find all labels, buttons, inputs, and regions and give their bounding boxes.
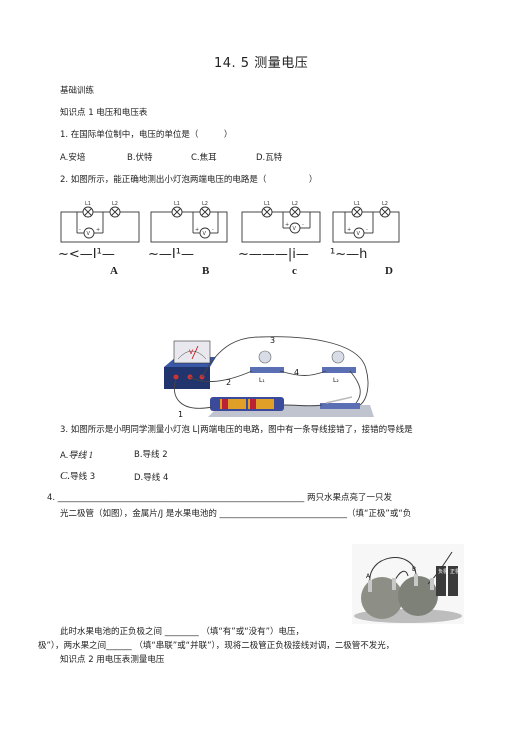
b-plus: + xyxy=(195,227,199,233)
d-meter-label: V xyxy=(357,231,361,237)
q2-wire-text-a: ~<—I¹— xyxy=(58,247,115,262)
q2-choice-b: B xyxy=(202,265,210,277)
q3-option-d: D.导线 4 xyxy=(134,471,168,483)
q3-option-c-text: 导线 3 xyxy=(70,472,96,482)
section-heading: 基础训练 xyxy=(60,86,95,96)
q2-wire-text-d: ¹~—h xyxy=(330,247,368,262)
q2-circuit-diagrams: L1 L2 V - + L1 L2 V + - L1 L2 V + - L1 L… xyxy=(60,201,400,243)
page-title: 14. 5 测量电压 xyxy=(214,56,309,71)
c-l1-label: L1 xyxy=(264,201,270,207)
b-l2-label: L2 xyxy=(202,201,208,207)
q3-stem: 3. 如图所示是小明同学测量小灯泡 L|两端电压的电路，图中有一条导线接错了，接… xyxy=(60,425,413,435)
q3-option-c: C.导线 3 xyxy=(60,470,95,482)
circuit-b xyxy=(150,206,228,243)
c-l2-label: L2 xyxy=(292,201,298,207)
q1-option-d: D.瓦特 xyxy=(256,153,283,163)
fruit-right-icon xyxy=(398,576,438,616)
a-plus: + xyxy=(96,227,100,233)
q3-option-d-key: D. xyxy=(134,473,144,483)
c-minus: - xyxy=(302,222,304,228)
a-meter-label: V xyxy=(87,231,91,237)
q4-line-4: 极”），两水果之间______ （填“串联”或“并联”），现将二极管正负极接线对… xyxy=(38,641,395,651)
a-minus: - xyxy=(79,227,81,233)
q2-stem: 2. 如图所示，能正确地测出小灯泡两端电压的电路是（ ） xyxy=(60,175,318,185)
photo-label-v: V xyxy=(189,349,194,356)
photo-label-1: 1 xyxy=(178,410,183,419)
d-l1-label: L1 xyxy=(354,201,360,207)
q3-circuit-photo: 1 2 3 4 L₁ L₂ V xyxy=(164,336,374,419)
fruit-label-b: B xyxy=(412,566,416,573)
knowledge-point-1: 知识点 1 电压和电压表 xyxy=(60,108,148,118)
c-plus: + xyxy=(285,222,289,228)
q1-option-c: C.焦耳 xyxy=(191,153,217,163)
q1-option-a: A.安培 xyxy=(60,153,86,163)
pos-label: 正极 xyxy=(450,568,460,575)
photo-label-3: 3 xyxy=(270,336,275,345)
q3-option-b: B.导线 2 xyxy=(134,448,168,460)
d-l2-label: L2 xyxy=(382,201,388,207)
b-meter-label: V xyxy=(203,231,207,237)
q2-choice-a: A xyxy=(110,265,118,277)
circuit-d xyxy=(332,206,400,243)
lamp-l1-icon xyxy=(250,350,284,373)
a-l1-label: L1 xyxy=(85,201,91,207)
q2-choice-d: D xyxy=(385,265,393,277)
q2-wire-text-b: ~—I¹— xyxy=(148,247,194,262)
q4-line-1: 4. _____________________________________… xyxy=(47,493,393,503)
fruit-left-icon xyxy=(361,577,403,619)
q1-option-b: B.伏特 xyxy=(127,153,153,163)
d-plus: + xyxy=(347,227,351,233)
q4-line-2: 光二极管（如图），金属片/J 是水果电池的 __________________… xyxy=(60,509,412,519)
voltmeter-icon xyxy=(164,340,216,389)
q1-stem: 1. 在国际单位制中，电压的单位是（ ） xyxy=(60,130,233,140)
q3-option-b-key: B. xyxy=(134,450,143,460)
photo-label-2: 2 xyxy=(226,378,231,387)
circuit-a xyxy=(60,206,140,243)
b-minus: - xyxy=(212,227,214,233)
knowledge-point-2: 知识点 2 用电压表测量电压 xyxy=(60,655,165,665)
photo-label-4: 4 xyxy=(294,368,299,377)
d-minus: - xyxy=(366,227,368,233)
b-l1-label: L1 xyxy=(174,201,180,207)
q3-option-d-text: 导线 4 xyxy=(143,473,169,483)
q3-option-a-text: 导线 1 xyxy=(68,450,94,460)
a-l2-label: L2 xyxy=(112,201,118,207)
photo-label-l1: L₁ xyxy=(259,377,265,384)
q4-line-3: 此时水果电池的正负极之间 ________ （填“有”或“没有”）电压， xyxy=(60,627,305,637)
led-label-card xyxy=(436,566,446,596)
q3-option-c-key: C. xyxy=(60,470,71,482)
q4-fruit-battery-photo: A B 负极 正极 xyxy=(352,544,464,624)
lamp-l2-icon xyxy=(322,350,356,373)
photo-label-l2: L₂ xyxy=(333,377,339,384)
circuit-c xyxy=(241,206,321,243)
neg-label: 负极 xyxy=(438,568,448,575)
q2-choice-c: c xyxy=(292,265,297,277)
fruit-label-a: A xyxy=(366,573,371,580)
q3-option-a: A.导线 1 xyxy=(60,448,93,461)
q3-option-b-text: 导线 2 xyxy=(142,450,168,460)
c-meter-label: V xyxy=(293,226,297,232)
q3-option-a-key: A. xyxy=(60,451,69,461)
q2-wire-text-c: ~———|i— xyxy=(238,247,309,262)
